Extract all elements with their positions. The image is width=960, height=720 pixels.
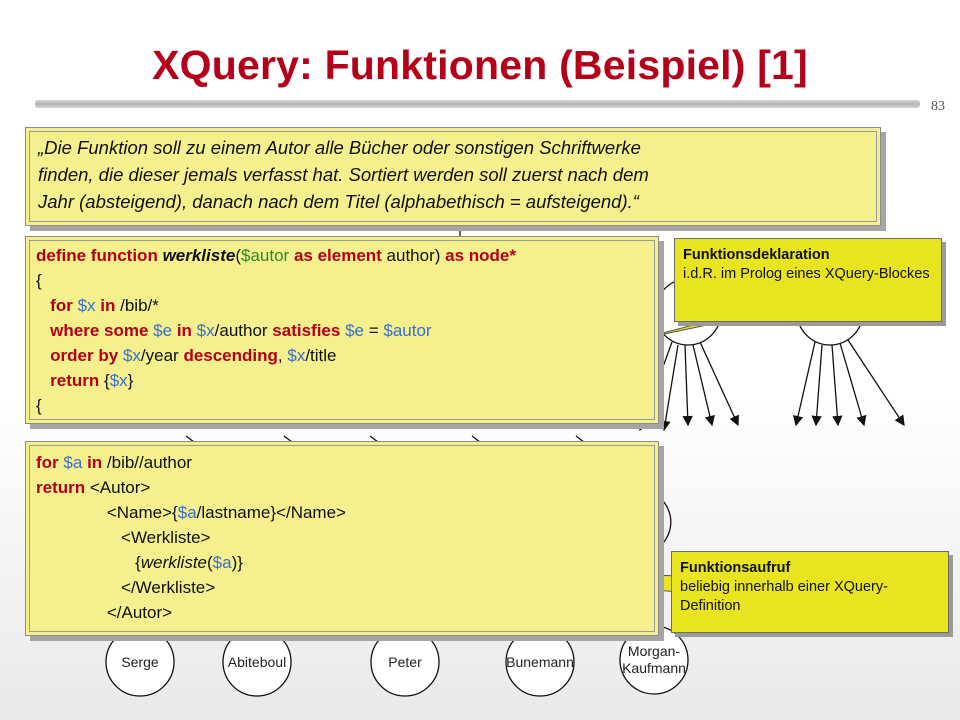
node-peter: Peter xyxy=(388,654,422,670)
code-text: /bib/* xyxy=(115,296,159,315)
code-line: { xyxy=(36,271,42,290)
code-line: order by $x/year descending, $x/title xyxy=(36,343,648,368)
node-serge: Serge xyxy=(121,654,159,670)
code-text: /bib//author xyxy=(102,453,192,472)
code-text: = xyxy=(364,321,384,340)
code-keyword: where some xyxy=(50,321,149,340)
callout-title: Funktionsaufruf xyxy=(680,560,791,576)
code-keyword: in xyxy=(100,296,116,315)
code-text: { xyxy=(36,553,141,572)
code-keyword: return xyxy=(50,371,100,390)
code-text: /author xyxy=(214,321,273,340)
node-morgan-kaufmann: Morgan-Kaufmann xyxy=(622,643,686,676)
task-description: „Die Funktion soll zu einem Autor alle B… xyxy=(25,127,881,226)
callout-function-declaration: Funktionsdeklaration i.d.R. im Prolog ei… xyxy=(674,238,942,322)
code-keyword: order by xyxy=(50,346,119,365)
code-text: /year xyxy=(140,346,184,365)
code-text: author) xyxy=(381,246,446,265)
code-variable: $e xyxy=(153,321,173,340)
code-text: /title xyxy=(305,346,337,365)
node-abiteboul: Abiteboul xyxy=(227,654,287,670)
code-indent xyxy=(36,346,50,365)
code-line: where some $e in $x/author satisfies $e … xyxy=(36,318,648,343)
code-keyword: in xyxy=(176,321,192,340)
code-line: for $x in /bib/* xyxy=(36,293,648,318)
code-text: )} xyxy=(231,553,243,572)
code-parameter: $autor xyxy=(241,246,290,265)
code-text: ( xyxy=(235,246,241,265)
code-variable: $a xyxy=(63,453,83,472)
code-variable: $e xyxy=(345,321,364,340)
code-line: <Name>{$a/lastname}</Name> xyxy=(36,500,648,525)
code-variable: $a xyxy=(177,503,197,522)
code-keyword: for xyxy=(36,453,59,472)
quote-line: finden, die dieser jemals verfasst hat. … xyxy=(38,164,649,185)
function-call-code: for $a in /bib//author return <Autor> <N… xyxy=(25,441,659,636)
code-keyword: as element xyxy=(293,246,382,265)
quote-line: „Die Funktion soll zu einem Autor alle B… xyxy=(38,137,641,158)
code-line: </Werkliste> xyxy=(36,578,216,597)
callout-text: beliebig innerhalb einer XQuery-Definiti… xyxy=(680,579,888,614)
slide-number: 83 xyxy=(931,99,945,114)
code-line: </Autor> xyxy=(36,603,173,622)
code-text: , xyxy=(277,346,288,365)
callout-title: Funktionsdeklaration xyxy=(683,247,830,263)
code-text: { xyxy=(99,371,110,390)
code-text: <Autor> xyxy=(85,478,151,497)
code-variable: $x xyxy=(109,371,128,390)
code-variable: $autor xyxy=(383,321,432,340)
callout-text: i.d.R. im Prolog eines XQuery-Blockes xyxy=(683,266,930,282)
callout-function-call: Funktionsaufruf beliebig innerhalb einer… xyxy=(671,551,949,633)
code-keyword: descending xyxy=(183,346,278,365)
code-line: return <Autor> xyxy=(36,475,648,500)
code-line: { xyxy=(36,396,42,415)
code-line: for $a in /bib//author xyxy=(36,450,648,475)
code-keyword: define function xyxy=(36,246,158,265)
slide-title: XQuery: Funktionen (Beispiel) [1] xyxy=(152,42,808,88)
code-text: /lastname}</Name> xyxy=(196,503,346,522)
code-keyword: in xyxy=(87,453,103,472)
code-keyword: for xyxy=(50,296,73,315)
code-line: define function werkliste($autor as elem… xyxy=(36,243,648,268)
code-indent xyxy=(36,321,50,340)
code-variable: $x xyxy=(77,296,96,315)
code-line: <Werkliste> xyxy=(36,528,211,547)
code-variable: $x xyxy=(122,346,141,365)
code-line: {werkliste($a)} xyxy=(36,550,648,575)
code-text: } xyxy=(127,371,134,390)
code-text: ( xyxy=(207,553,213,572)
code-keyword: return xyxy=(36,478,86,497)
node-bunemann: Bunemann xyxy=(506,654,574,670)
code-keyword: satisfies xyxy=(272,321,341,340)
code-keyword: as node* xyxy=(445,246,516,265)
code-variable: $x xyxy=(196,321,215,340)
function-definition-code: define function werkliste($autor as elem… xyxy=(25,236,659,424)
code-text: <Name>{ xyxy=(36,503,178,522)
code-indent xyxy=(36,296,50,315)
quote-line: Jahr (absteigend), danach nach dem Titel… xyxy=(38,191,639,212)
title-underline xyxy=(35,100,920,108)
code-variable: $a xyxy=(212,553,232,572)
code-line: return {$x} xyxy=(36,368,648,393)
code-function-name: werkliste xyxy=(162,246,236,265)
code-variable: $x xyxy=(287,346,306,365)
code-function-name: werkliste xyxy=(140,553,207,572)
code-indent xyxy=(36,371,50,390)
